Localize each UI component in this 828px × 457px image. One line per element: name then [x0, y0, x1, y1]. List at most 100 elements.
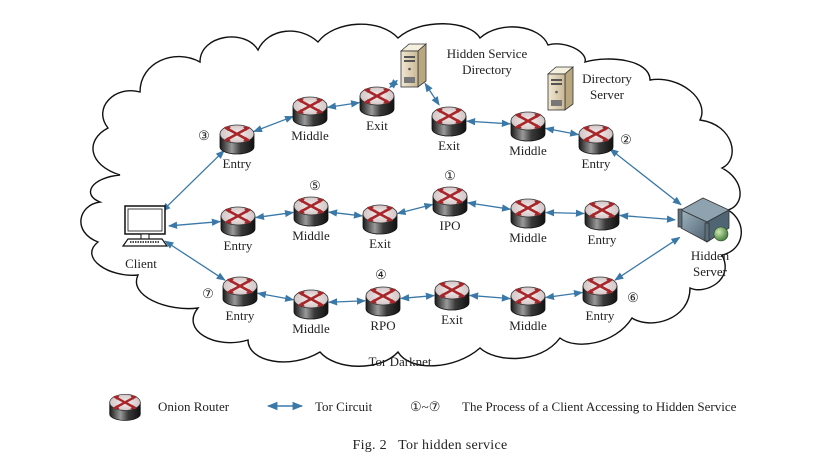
- circuit-link-client-b_entry: [164, 240, 226, 281]
- onion-router-icon: [509, 285, 547, 318]
- legend-onion-router-label: Onion Router: [158, 399, 230, 414]
- node-label: Middle: [509, 143, 547, 158]
- circuit-link-b_middle-b_rpo: [328, 297, 366, 306]
- node-label: Entry: [586, 308, 615, 323]
- tor-darknet-label: Tor Darknet: [369, 354, 432, 369]
- node-label: Exit: [369, 236, 391, 251]
- node-label: Entry: [223, 156, 252, 171]
- node-label: Server: [693, 264, 728, 279]
- step-number: ⑤: [309, 178, 321, 193]
- step-number: ③: [198, 128, 210, 143]
- circuit-link-b_entry-b_middle: [256, 291, 295, 302]
- node-label: Middle: [292, 321, 330, 336]
- node-label: Directory: [582, 71, 632, 86]
- step-number: ④: [375, 267, 387, 282]
- node-label: Middle: [509, 318, 547, 333]
- node-client: Client: [121, 205, 169, 271]
- node-label: Entry: [224, 238, 253, 253]
- node-t_entry: Entry ③: [198, 123, 256, 171]
- node-label: IPO: [440, 218, 461, 233]
- onion-router-icon: [221, 275, 259, 308]
- circuit-link-client-t_entry: [161, 149, 225, 212]
- onion-router-icon: [364, 285, 402, 318]
- node-label: Client: [125, 256, 157, 271]
- node-label: Middle: [291, 128, 329, 143]
- legend-steps-label: The Process of a Client Accessing to Hid…: [462, 399, 737, 414]
- node-b2_entry: Entry ⑥: [581, 275, 639, 323]
- node-label: Hidden: [691, 248, 730, 263]
- node-t2_entry: Entry ②: [577, 123, 632, 171]
- client-computer-icon: [121, 205, 169, 247]
- hidden-service-directory-icon: [399, 43, 428, 88]
- circuit-link-b_exit-b2_middle: [469, 292, 511, 302]
- node-m_exit: Exit: [361, 203, 399, 251]
- node-label: Directory: [462, 62, 512, 77]
- node-m2_entry: Entry: [583, 199, 621, 247]
- legend-circuit-label: Tor Circuit: [315, 399, 373, 414]
- circuit-link-client-m_entry: [168, 218, 221, 229]
- legend: Onion Router Tor Circuit ①~⑦ The Process…: [108, 393, 737, 422]
- circuit-link-t_middle-t_exit: [326, 100, 361, 110]
- node-label: Entry: [582, 156, 611, 171]
- circuit-link-m_entry-m_middle: [254, 209, 295, 221]
- node-m_entry: Entry: [219, 205, 257, 253]
- circuit-link-t2_exit-t2_middle: [466, 118, 511, 127]
- node-b_rpo: RPO ④: [364, 267, 402, 333]
- node-b_exit: Exit: [433, 279, 471, 327]
- onion-router-icon: [291, 95, 329, 128]
- onion-router-icon: [583, 199, 621, 232]
- node-t2_exit: Exit: [430, 105, 468, 153]
- figure-caption: Fig. 2 Tor hidden service: [352, 438, 507, 453]
- node-label: Entry: [588, 232, 617, 247]
- circuit-link-m2_middle-m2_entry: [545, 209, 585, 217]
- node-label: RPO: [370, 318, 395, 333]
- onion-router-icon: [509, 110, 547, 143]
- directory-server-icon: [546, 66, 575, 111]
- node-m2_middle: Middle: [509, 197, 547, 245]
- hidden-server-icon: [677, 197, 730, 243]
- tor-circuits: [161, 79, 682, 306]
- node-label: Entry: [226, 308, 255, 323]
- onion-router-icon: [581, 275, 619, 308]
- circuit-link-m_middle-m_exit: [327, 209, 364, 219]
- onion-router-icon: [292, 288, 330, 321]
- step-number: ①: [444, 168, 456, 183]
- circuit-link-b2_middle-b2_entry: [544, 289, 584, 301]
- step-number: ②: [620, 132, 632, 147]
- node-label: Server: [590, 87, 625, 102]
- circuit-link-b2_entry-hidden: [614, 236, 681, 281]
- node-m_middle: Middle ⑤: [292, 178, 330, 243]
- circuit-link-m_exit-m_ipo: [396, 202, 434, 216]
- circuit-link-t2_entry-hidden: [609, 148, 682, 206]
- node-label: Exit: [366, 118, 388, 133]
- node-label: Exit: [441, 312, 463, 327]
- node-b2_middle: Middle: [509, 285, 547, 333]
- circuit-link-m_ipo-m2_middle: [466, 200, 512, 212]
- onion-router-icon: [358, 85, 396, 118]
- onion-router-icon: [509, 197, 547, 230]
- legend-onion-router-icon: [108, 393, 142, 422]
- onion-router-icon: [292, 195, 330, 228]
- onion-router-icon: [219, 205, 257, 238]
- circuit-link-b_rpo-b_exit: [400, 292, 435, 302]
- node-label: Hidden Service: [447, 46, 528, 61]
- node-label: Middle: [292, 228, 330, 243]
- node-m_ipo: IPO ①: [431, 168, 469, 233]
- onion-router-icon: [218, 123, 256, 156]
- onion-router-icon: [431, 185, 469, 218]
- onion-router-icon: [361, 203, 399, 236]
- onion-router-icon: [433, 279, 471, 312]
- onion-router-icon: [430, 105, 468, 138]
- circuit-link-m2_entry-hidden: [619, 212, 676, 223]
- step-number: ⑥: [627, 290, 639, 305]
- circuit-link-t_entry-t_middle: [252, 115, 295, 133]
- node-t2_middle: Middle: [509, 110, 547, 158]
- circuit-link-t2_middle-t2_entry: [544, 126, 580, 137]
- circuit-link-t_exit-hsdir: [388, 79, 399, 89]
- node-t_middle: Middle: [291, 95, 329, 143]
